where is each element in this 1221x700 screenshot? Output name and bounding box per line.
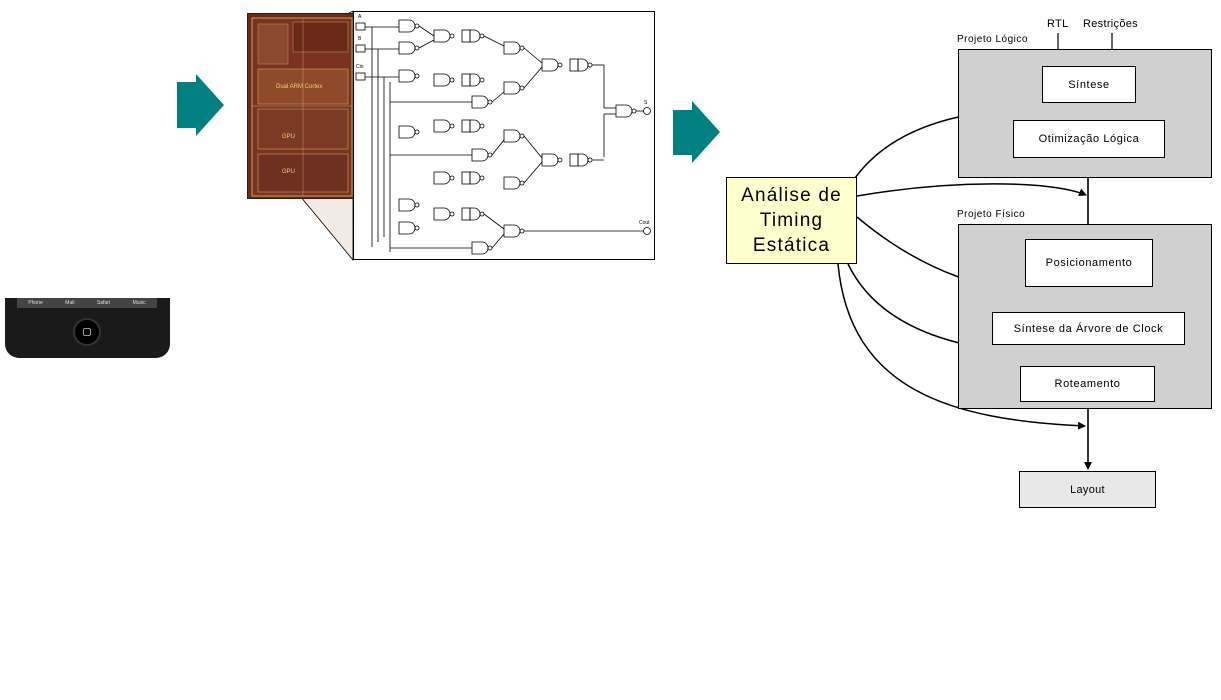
output-s-label: S: [644, 100, 648, 106]
synthesis-box: Síntese: [1042, 66, 1136, 103]
output-cout-label: Cout: [639, 220, 650, 226]
phone-dock: Phone Mail Safari Music: [17, 298, 157, 308]
home-button: [73, 318, 101, 346]
chip-die-image: Dual ARM Cortex GPU GPU: [247, 13, 355, 199]
iphone-image: Phone Mail Safari Music: [5, 298, 170, 358]
restricoes-label: Restrições: [1083, 18, 1138, 30]
full-adder-schematic: A B Cin S Cout: [353, 11, 655, 260]
placement-box: Posicionamento: [1025, 239, 1153, 287]
sta-arrow-to-optimization: [856, 183, 1087, 197]
sta-line-2: Timing: [759, 210, 824, 231]
sta-arrow-to-routing: [837, 263, 1086, 430]
chip-label-gpu-1: GPU: [282, 134, 296, 140]
dock-item-mail: Mail: [65, 300, 75, 306]
clock-tree-synthesis-box: Síntese da Árvore de Clock: [992, 312, 1185, 345]
chip-texture: [251, 17, 353, 197]
routing-box: Roteamento: [1020, 366, 1155, 402]
input-b-label: B: [358, 36, 362, 42]
sta-line-3: Estática: [752, 235, 831, 256]
sta-box: Análise de Timing Estática: [726, 177, 857, 264]
dock-item-music: Music: [132, 300, 146, 306]
sta-line-1: Análise de: [741, 185, 842, 206]
input-a-label: A: [358, 14, 362, 20]
logic-region-label: Projeto Lógico: [957, 34, 1028, 45]
dock-item-phone: Phone: [28, 300, 43, 306]
schematic-drawing: [355, 19, 651, 255]
input-cin-label: Cin: [356, 64, 364, 70]
layout-box: Layout: [1019, 471, 1156, 508]
teal-arrow-1: [177, 74, 224, 136]
dock-item-safari: Safari: [97, 300, 111, 306]
physical-region-label: Projeto Físico: [957, 209, 1026, 220]
logic-optimization-box: Otimização Lógica: [1013, 120, 1165, 158]
chip-label-cpu: Dual ARM Cortex: [276, 84, 323, 90]
chip-label-gpu-2: GPU: [282, 169, 296, 175]
rtl-label: RTL: [1047, 18, 1069, 30]
teal-arrow-2: [673, 101, 720, 163]
